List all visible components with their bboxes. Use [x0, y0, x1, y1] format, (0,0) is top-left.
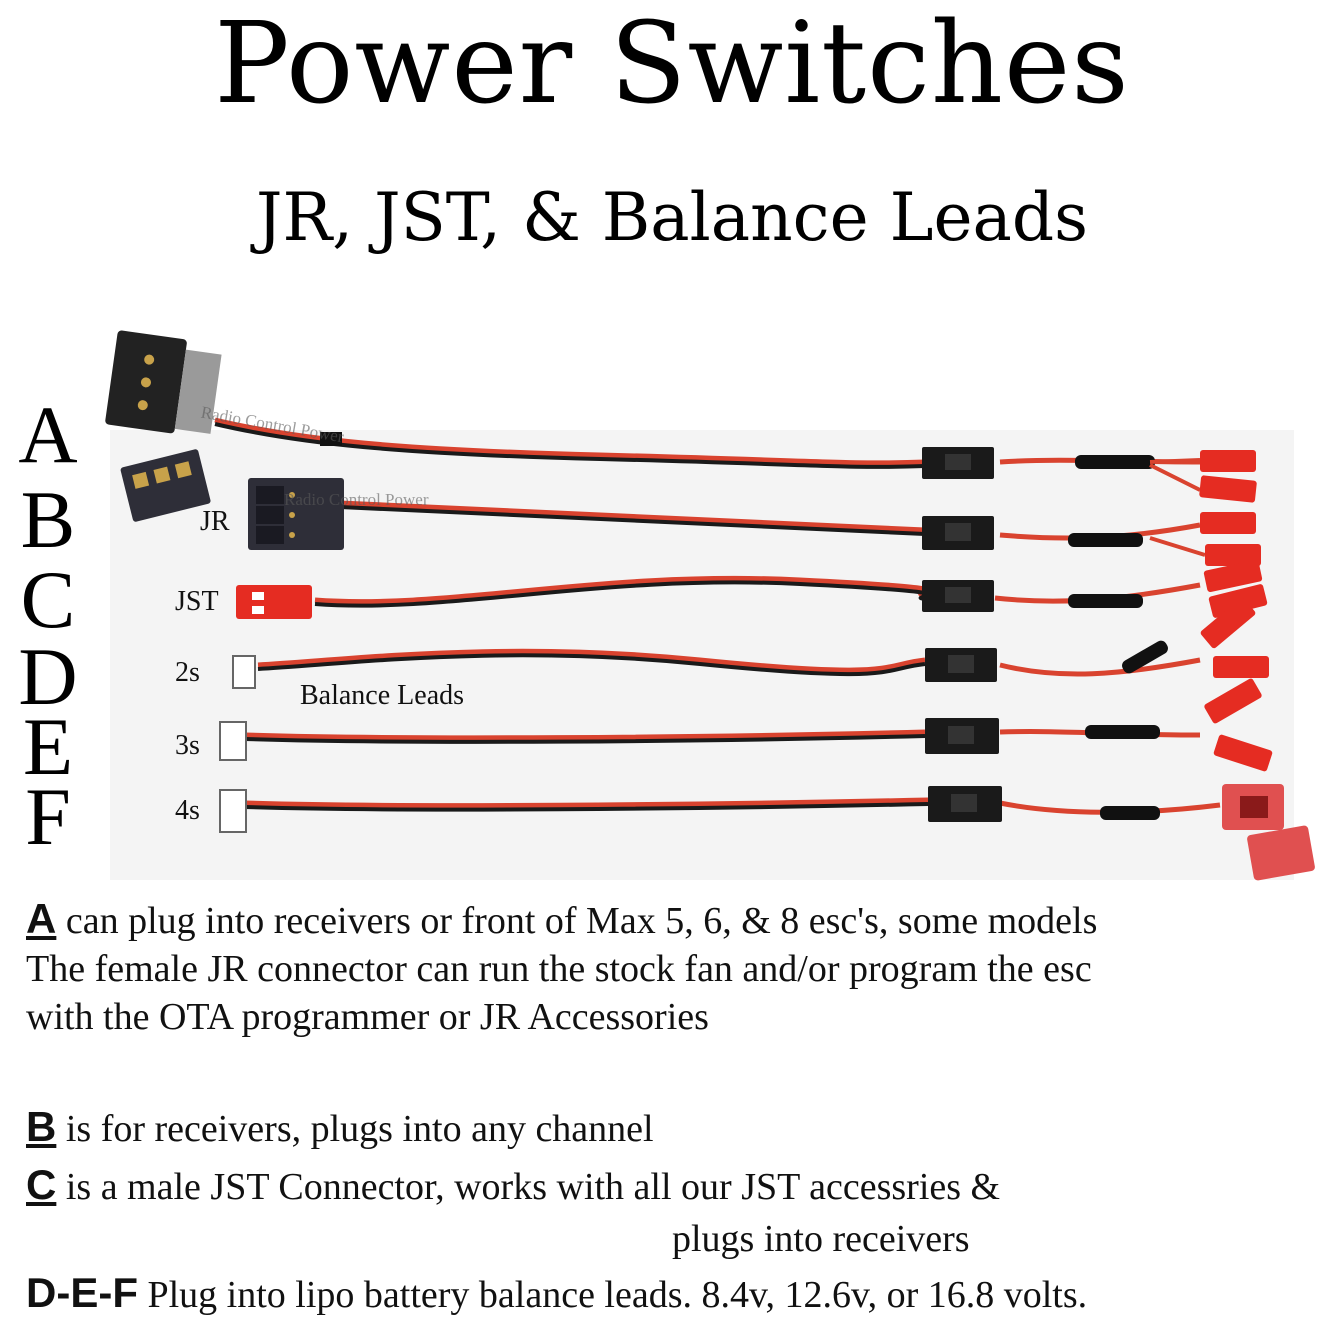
row-letter-a: A: [18, 389, 78, 480]
row-letter-c: C: [20, 554, 76, 645]
jr-female-connector-b2: [248, 478, 344, 550]
jr-female-connector-b1: [120, 449, 211, 522]
row-letter-b: B: [20, 474, 76, 565]
balance-plug-4s: [219, 789, 247, 833]
page-subtitle: JR, JST, & Balance Leads: [256, 179, 1088, 256]
row-letter-f: F: [25, 771, 71, 862]
balance-plug-3s: [219, 721, 247, 761]
desc-c: C is a male JST Connector, works with al…: [26, 1162, 1000, 1210]
desc-b-text: is for receivers, plugs into any channel: [65, 1108, 654, 1150]
desc-b-tag: B: [26, 1103, 57, 1150]
cable-label-3s: 3s: [175, 730, 200, 761]
watermark-b: Radio Control Power: [284, 490, 429, 509]
jst-male-connector-c: [236, 585, 312, 619]
desc-a-line1: A can plug into receivers or front of Ma…: [26, 896, 1097, 944]
desc-c-tag: C: [26, 1161, 57, 1208]
jr-male-connector-a: [105, 330, 222, 434]
cable-a: [105, 330, 1257, 503]
deans-connector-2: [1247, 825, 1315, 881]
switch-c: [922, 580, 994, 612]
cable-label-2s: 2s: [175, 657, 200, 688]
desc-a-tag: A: [26, 895, 57, 942]
page-title: Power Switches: [214, 0, 1130, 129]
cable-b: [120, 449, 1261, 566]
cable-label-4s: 4s: [175, 795, 200, 826]
desc-a-text: can plug into receivers or front of Max …: [65, 900, 1098, 942]
switch-d: [925, 648, 997, 682]
switch-a: [922, 447, 994, 479]
row-letter-e: E: [22, 701, 74, 792]
row-letter-d: D: [18, 631, 78, 722]
balance-plug-2s: [232, 655, 256, 689]
cable-c: [236, 559, 1268, 619]
cable-e: [219, 678, 1273, 772]
desc-def-text: Plug into lipo battery balance leads. 8.…: [147, 1274, 1088, 1316]
balance-leads-note: Balance Leads: [300, 680, 465, 711]
desc-a-line2: The female JR connector can run the stoc…: [26, 948, 1092, 990]
desc-a-line3: with the OTA programmer or JR Accessorie…: [26, 996, 709, 1038]
desc-c-line2: plugs into receivers: [672, 1218, 970, 1260]
switch-e: [925, 718, 999, 754]
cable-label-jr: JR: [200, 506, 230, 537]
desc-def: D-E-F Plug into lipo battery balance lea…: [26, 1270, 1087, 1318]
desc-def-tag: D-E-F: [26, 1269, 138, 1316]
cable-f: [219, 784, 1315, 881]
desc-c-text: is a male JST Connector, works with all …: [65, 1166, 1001, 1208]
cable-d: [232, 597, 1269, 689]
switch-f: [928, 786, 1002, 822]
switch-b: [922, 516, 994, 550]
desc-b: B is for receivers, plugs into any chann…: [26, 1104, 654, 1152]
cable-label-jst: JST: [175, 586, 219, 617]
cables-illustration: [105, 330, 1315, 881]
